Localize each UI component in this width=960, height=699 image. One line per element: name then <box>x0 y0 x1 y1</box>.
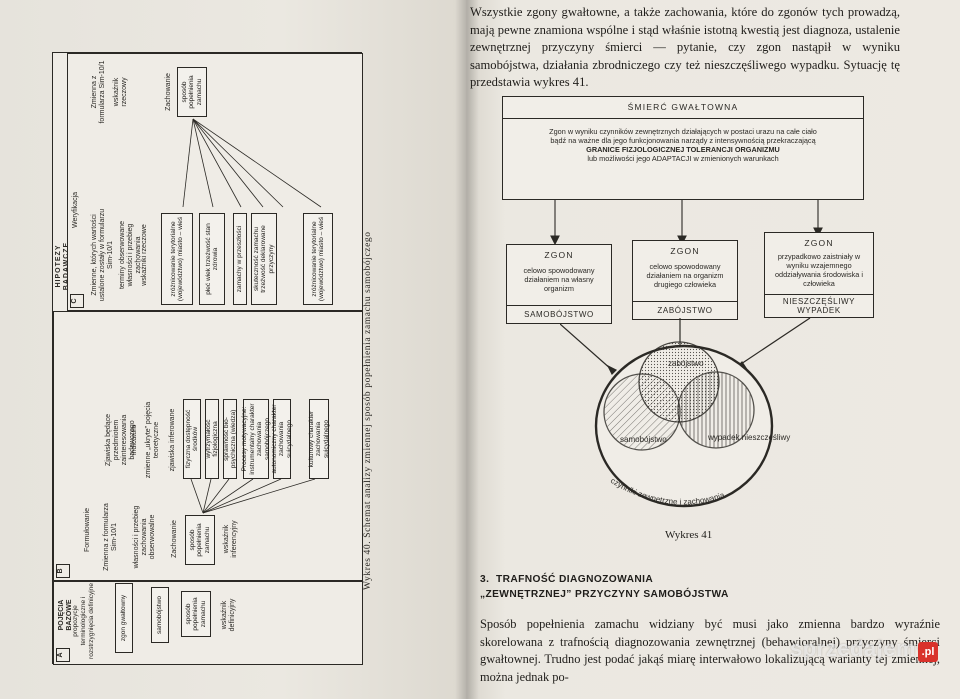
caption-wykres-41: Wykres 41 <box>665 529 713 541</box>
box-sprawnosc: sprawność bio-psychiczna (wiedza) <box>223 399 237 479</box>
section-number: 3. <box>480 574 490 585</box>
mid-item-3: zmienne „ukryte” pojęcia teoretyczne <box>145 401 160 479</box>
watermark-badge: .pl <box>918 642 938 662</box>
col-c-right-4: wskaźnik rzeczowy <box>113 77 128 107</box>
col-b-item-2: własności i przebieg zachowania obserwow… <box>133 505 156 569</box>
diagram-wykres-40: A POJĘCIA BAZOWE propozycje terminologic… <box>52 52 363 665</box>
book-gutter <box>455 0 479 699</box>
box-zamachy: zamachy w przeszłości <box>233 213 247 305</box>
smierc-title: ŚMIERĆ GWAŁTOWNA <box>503 97 863 119</box>
smierc-text-4: lub możliwości jego ADAPTACJI w zmienion… <box>587 154 779 163</box>
col-c-item-2: terminy obserwowane własności i przebieg… <box>119 220 142 290</box>
box-wytrzymalosc: wytrzymałość fizjologiczna <box>205 399 219 479</box>
venn-diagram: zabójstwo samobójstwo wypadek nieszczęśl… <box>560 318 811 508</box>
caption-wykres-40: Wykres 40. Schemat analizy zmiennej spos… <box>363 231 373 590</box>
col-b-item-5: wskaźnik inferencyjny <box>223 520 238 558</box>
box-smierc-gwaltowna: ŚMIERĆ GWAŁTOWNA Zgon w wyniku czynników… <box>502 96 864 200</box>
section-title-1: TRAFNOŚĆ DIAGNOZOWANIA <box>496 574 654 585</box>
paragraph-top: Wszystkie zgony gwałtowne, a także zacho… <box>470 5 900 89</box>
watermark: sprzedajemy <box>790 636 929 661</box>
box-procesy: Procesy motywacyjne: instrumentalny char… <box>241 399 271 479</box>
box-zgon-wypadek: ZGON przypadkowo zaistniały w wyniku wza… <box>764 232 874 318</box>
zgon-2-label: ZABÓJSTWO <box>633 301 737 319</box>
zgon-1-text: celowo spowodowany działaniem na własny … <box>523 266 595 293</box>
arrows-z <box>182 118 322 208</box>
col-c-right-2: Zachowanie <box>165 73 172 111</box>
zgon-1-title: ZGON <box>544 250 574 260</box>
smierc-text-3: GRANICE FIZJOLOGICZNEJ TOLERANCJI ORGANI… <box>586 145 780 154</box>
box-zgon-gwaltowny: zgon gwałtowny <box>115 583 133 653</box>
smierc-text-1: Zgon w wyniku czynników zewnętrznych dzi… <box>549 127 817 136</box>
col-b-item-1: Zmienna z formularza Sim-10/1 <box>103 503 118 571</box>
col-a-subtitle: propozycje terminologiczne i rozstrzygni… <box>72 583 95 659</box>
box-dostepnosc: fizyczna dostępność środków <box>183 399 201 479</box>
mid-item-2: indicatum <box>131 425 138 455</box>
venn-label-wypadek: wypadek nieszczęśliwy <box>707 433 790 442</box>
paragraph-bottom: Sposób popełnienia zamachu widziany być … <box>480 617 940 684</box>
box-kulturowy: kulturowy charakter zachowania suicydaln… <box>308 399 330 479</box>
box-samobojstwo: samobójstwo <box>151 587 169 643</box>
box-sposob-c: sposób popełnienia zamachu <box>177 67 207 117</box>
box-sposob-a: sposób popełnienia zamachu <box>181 591 211 637</box>
arrows-h <box>190 478 316 514</box>
smierc-text-2: bądź na ważne dla jego funkcjonowania na… <box>550 136 816 145</box>
col-b-item-3: Zachowanie <box>171 520 178 558</box>
mid-item-4: zjawiska inferowane <box>169 408 176 472</box>
box-skutecznosc: skuteczność zamachu trzeźwość deklarowan… <box>251 213 277 305</box>
venn-label-samobojstwo: samobójstwo <box>620 435 667 444</box>
col-c-letter: C <box>70 294 84 308</box>
col-b-letter: B <box>56 564 70 578</box>
left-page: A POJĘCIA BAZOWE propozycje terminologic… <box>0 0 470 699</box>
box-terytorialne-2: zróżnicowanie terytorialne (województwo)… <box>303 213 333 305</box>
box-autonomiczny: autonomiczny charakter zachowania suicyd… <box>271 399 293 479</box>
box-zgon-samobojstwo: ZGON celowo spowodowany działaniem na wł… <box>506 244 612 324</box>
col-c-title: Weryfikacja <box>72 191 79 229</box>
col-c-right-1: Zmienna z formularza Sim-10/1 <box>91 60 106 124</box>
box-terytorialne-1: zróżnicowanie terytorialne (województwo)… <box>161 213 193 305</box>
wskaznik-definicyjny: wskaźnik definicyjny <box>221 598 236 632</box>
venn-label-zabojstwo: zabójstwo <box>668 359 704 368</box>
zgon-1-label: SAMOBÓJSTWO <box>507 305 611 323</box>
zgon-3-label: NIESZCZĘŚLIWY WYPADEK <box>765 294 873 317</box>
col-a-letter: A <box>56 648 70 662</box>
col-c-item-3: wskaźniki rzeczowe <box>141 224 148 286</box>
box-plec-wiek: płeć wiek trzeźwość stan zdrowia <box>199 213 225 305</box>
box-zgon-zabojstwo: ZGON celowo spowodowany działaniem na or… <box>632 240 738 320</box>
zgon-2-title: ZGON <box>670 246 700 256</box>
section-title-2: „ZEWNĘTRZNEJ” PRZYCZYNY SAMOBÓJSTWA <box>480 589 729 600</box>
zgon-2-text: celowo spowodowany działaniem na organiz… <box>646 262 724 289</box>
col-c-item-1: Zmienne, których wartości ustalone zosta… <box>91 208 114 302</box>
col-b-title: Formułowanie <box>84 508 91 552</box>
zgon-3-title: ZGON <box>804 238 834 248</box>
box-sposob-b: sposób popełnienia zamachu <box>185 515 215 565</box>
zgon-3-text: przypadkowo zaistniały w wyniku wzajemne… <box>774 252 863 288</box>
